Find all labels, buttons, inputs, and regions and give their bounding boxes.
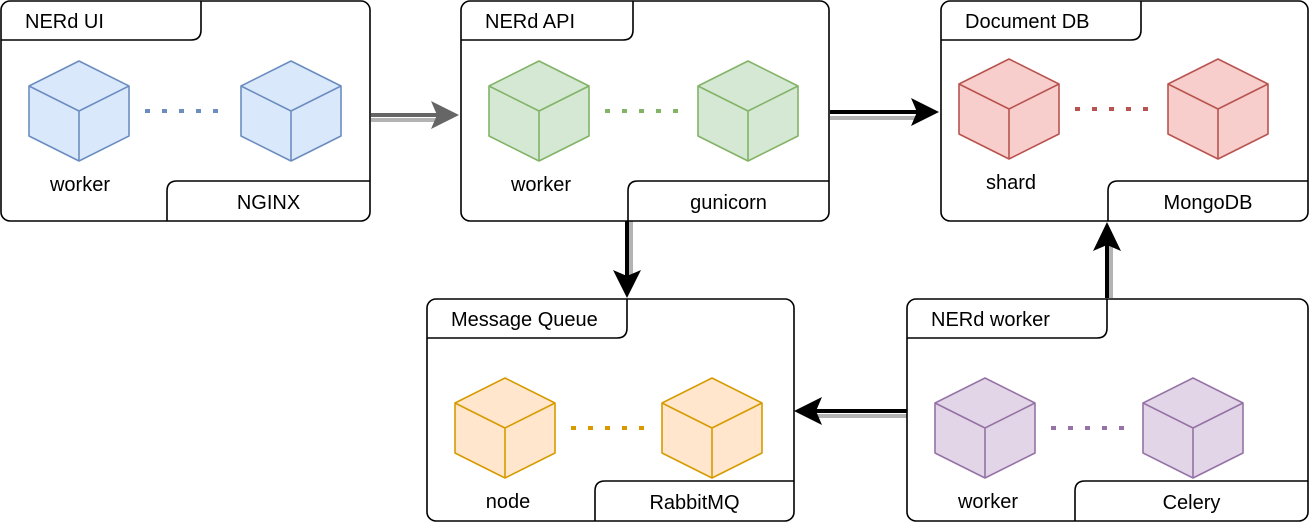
group-title-tab bbox=[427, 299, 628, 339]
group-title-tab bbox=[1, 1, 202, 41]
group-tech-label: MongoDB bbox=[1164, 192, 1253, 214]
arrow-nerd-worker-to-message-queue bbox=[794, 397, 907, 425]
node-label: worker bbox=[957, 491, 1018, 513]
cube-node-icon bbox=[240, 60, 342, 162]
group-title: Document DB bbox=[965, 11, 1090, 33]
node-label: shard bbox=[986, 172, 1036, 194]
arrow-nerd-ui-to-nerd-api bbox=[371, 101, 459, 129]
group-box bbox=[940, 0, 1309, 222]
group-title-tab bbox=[941, 1, 1142, 41]
cube-node-icon bbox=[1167, 58, 1269, 160]
group-document-db: Document DB MongoDB shard bbox=[940, 0, 1309, 222]
node-label: worker bbox=[49, 174, 110, 196]
group-tech-label: Celery bbox=[1163, 492, 1221, 514]
group-tech-tab bbox=[594, 480, 794, 521]
node-label: node bbox=[486, 491, 531, 513]
group-tech-label: NGINX bbox=[237, 192, 300, 214]
cube-node-icon bbox=[958, 58, 1060, 160]
group-title: NERd UI bbox=[25, 11, 104, 33]
group-tech-tab bbox=[166, 180, 370, 221]
group-tech-tab bbox=[1074, 480, 1308, 521]
cube-node-icon bbox=[697, 60, 799, 162]
cube-node-icon bbox=[28, 60, 130, 162]
group-box bbox=[0, 0, 371, 222]
node-label: worker bbox=[510, 174, 571, 196]
group-title-tab bbox=[907, 299, 1108, 339]
cube-node-icon bbox=[1142, 377, 1244, 479]
group-tech-label: RabbitMQ bbox=[649, 492, 739, 514]
group-title: NERd API bbox=[485, 11, 575, 33]
group-box bbox=[460, 0, 830, 222]
connections-layer bbox=[371, 98, 1121, 425]
group-tech-tab bbox=[627, 180, 829, 221]
group-nerd-api: NERd API gunicorn worker bbox=[460, 0, 830, 222]
cube-node-icon bbox=[454, 377, 556, 479]
arrow-nerd-worker-to-document-db bbox=[1093, 222, 1121, 298]
group-title: Message Queue bbox=[451, 309, 598, 331]
arrow-nerd-api-to-message-queue bbox=[613, 221, 641, 298]
arrow-nerd-api-to-document-db bbox=[830, 98, 939, 126]
group-title: NERd worker bbox=[931, 309, 1050, 331]
cube-node-icon bbox=[661, 377, 763, 479]
cube-node-icon bbox=[488, 60, 590, 162]
group-tech-label: gunicorn bbox=[690, 192, 767, 214]
cube-node-icon bbox=[934, 377, 1036, 479]
group-nerd-ui: NERd UI NGINX worker bbox=[0, 0, 371, 222]
group-tech-tab bbox=[1107, 180, 1308, 221]
group-title-tab bbox=[461, 1, 634, 41]
